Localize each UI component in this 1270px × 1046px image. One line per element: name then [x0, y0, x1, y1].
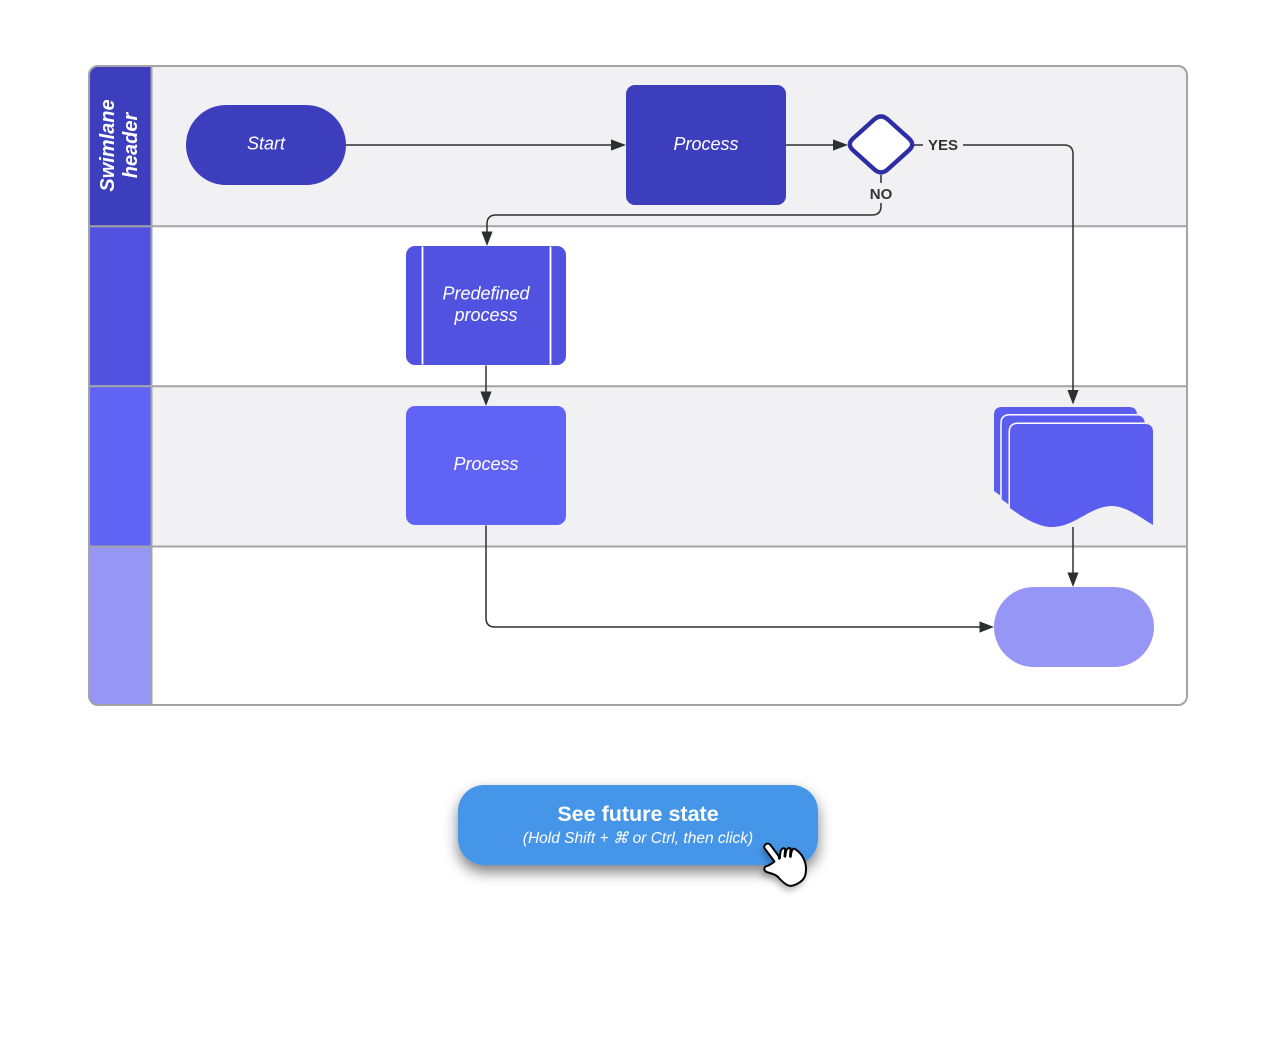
svg-text:YES: YES: [928, 137, 958, 154]
svg-text:Process: Process: [453, 454, 518, 474]
svg-text:Predefined: Predefined: [442, 284, 530, 304]
svg-text:(Hold Shift + ⌘ or Ctrl, then: (Hold Shift + ⌘ or Ctrl, then click): [523, 830, 753, 847]
svg-text:process: process: [453, 305, 517, 325]
svg-text:header: header: [120, 111, 142, 178]
svg-text:Swimlane: Swimlane: [97, 99, 119, 191]
svg-text:Start: Start: [247, 134, 286, 154]
svg-text:See future state: See future state: [557, 802, 718, 826]
svg-text:NO: NO: [870, 186, 893, 203]
svg-text:Process: Process: [673, 134, 738, 154]
